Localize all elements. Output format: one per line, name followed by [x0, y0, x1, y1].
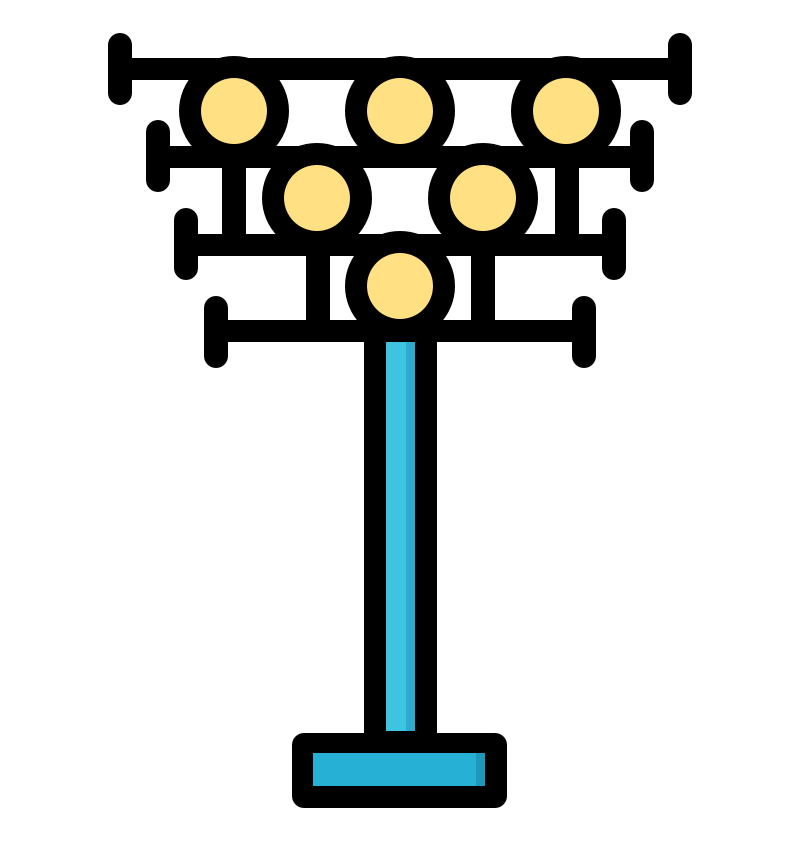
pole: [364, 300, 437, 740]
lamp-row1-left: [179, 56, 289, 166]
crossbar-fourth-left-cap: [204, 296, 228, 368]
base-plate-shade: [476, 753, 485, 786]
crossbar-second-right-cap: [630, 120, 654, 192]
lamps: [179, 56, 621, 341]
crossbar-top-left-cap: [108, 33, 132, 105]
pole-shade: [406, 318, 415, 731]
base-plate-fill: [313, 753, 485, 786]
lamp-row2-left: [262, 143, 372, 253]
lamp-row1-center: [345, 56, 455, 166]
crossbar-fourth-right-cap: [572, 296, 596, 368]
lamp-row2-right: [428, 143, 538, 253]
crossbar-second-left-cap: [146, 120, 170, 192]
lamp-row1-right: [511, 56, 621, 166]
base-plate: [292, 733, 507, 808]
crossbar-third-left-cap: [174, 208, 198, 280]
lamp-row3-center: [345, 231, 455, 341]
crossbar-third-right-cap: [602, 208, 626, 280]
crossbar-top-right-cap: [668, 33, 692, 105]
